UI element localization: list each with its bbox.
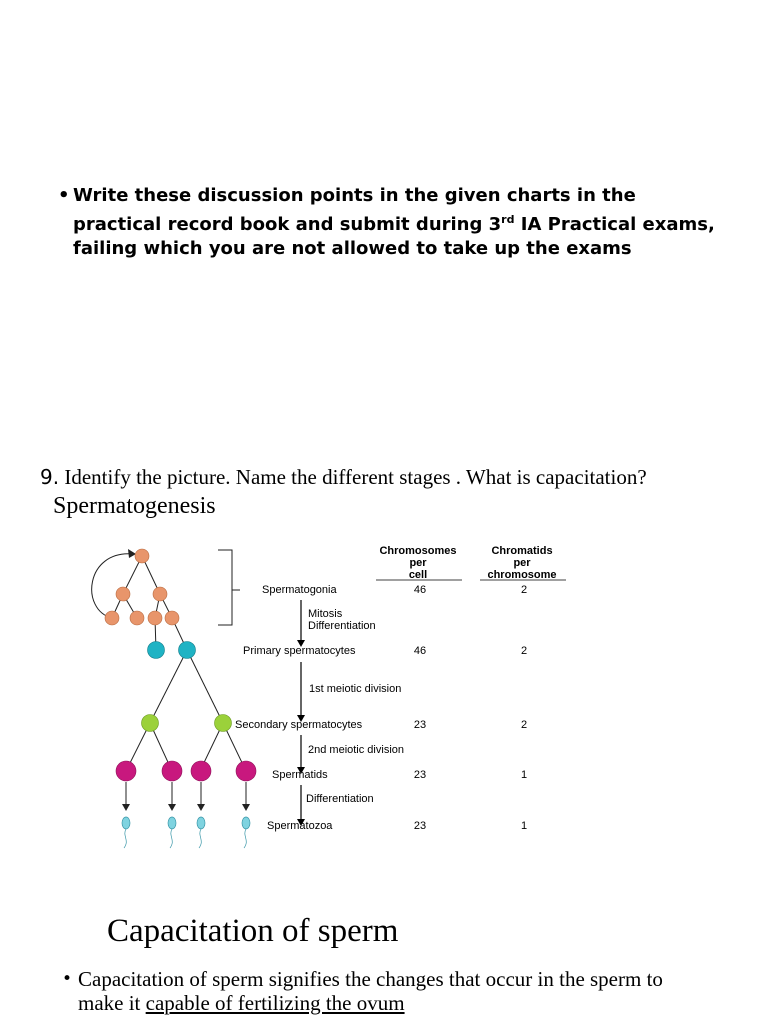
col-header-chromatids-2: per	[513, 557, 531, 569]
chromatids-spermatozoa: 1	[521, 820, 527, 832]
capacitation-title: Capacitation of sperm	[107, 913, 399, 949]
bullet-dot: •	[62, 969, 73, 989]
lineage-tree	[91, 549, 247, 772]
chromatids-spermatids: 1	[521, 769, 527, 781]
chromosomes-primary: 46	[414, 645, 426, 657]
stage-secondary-spermatocytes: Secondary spermatocytes	[235, 719, 363, 731]
chromatids-primary: 2	[521, 645, 527, 657]
instruction-text-post: IA Practical exams, failing which you ar…	[73, 214, 715, 259]
process-second-meiotic-division: 2nd meiotic division	[308, 744, 404, 756]
spermatogenesis-diagram: Chromosomes per cell Chromatids per chro…	[91, 545, 566, 849]
spermatid-cell	[190, 760, 212, 782]
ordinal-suffix: rd	[501, 213, 515, 226]
sperm-arrows	[125, 782, 247, 805]
stage-primary-spermatocytes: Primary spermatocytes	[243, 645, 356, 657]
secondary-spermatocyte-cell	[214, 714, 232, 732]
chromosomes-secondary: 23	[414, 719, 426, 731]
secondary-spermatocyte-cell	[141, 714, 159, 732]
spermatogonium-cell	[104, 610, 120, 626]
question-number: 9.	[40, 465, 60, 489]
col-header-chromatids-1: Chromatids	[491, 545, 552, 557]
question-9: 9. Identify the picture. Name the differ…	[40, 465, 647, 490]
spermatogonium-cell	[164, 610, 180, 626]
spermatogonium-cell	[152, 586, 168, 602]
spermatogonium-cell	[147, 610, 163, 626]
process-first-meiotic-division: 1st meiotic division	[309, 683, 401, 695]
spermatogonium-cell	[129, 610, 145, 626]
col-header-chromatids-3: chromosome	[487, 569, 556, 581]
capacitation-text-underlined: capable of fertilizing the ovum	[145, 991, 405, 1015]
instruction-bullet: • Write these discussion points in the g…	[58, 184, 718, 261]
capacitation-text-pre: Capacitation of sperm signifies the chan…	[78, 967, 663, 1015]
sperm-icon	[121, 816, 131, 849]
stage-spermatozoa: Spermatozoa	[267, 820, 333, 832]
stage-spermatogonia: Spermatogonia	[262, 584, 337, 596]
primary-spermatocyte-cells	[147, 641, 196, 659]
question-text: Identify the picture. Name the different…	[59, 465, 647, 489]
spermatozoa	[121, 816, 251, 849]
sperm-icon	[167, 816, 177, 849]
spermatid-cells	[115, 760, 257, 782]
chromatids-secondary: 2	[521, 719, 527, 731]
process-mitosis: Mitosis	[308, 608, 343, 620]
capacitation-bullet: • Capacitation of sperm signifies the ch…	[62, 967, 702, 1015]
chromosomes-spermatids: 23	[414, 769, 426, 781]
primary-spermatocyte-cell	[147, 641, 165, 659]
loop-arrowhead	[128, 549, 136, 558]
col-header-chromosomes-1: Chromosomes	[379, 545, 456, 557]
sperm-icon	[241, 816, 251, 849]
spermatid-cell	[235, 760, 257, 782]
spermatogonium-cell	[115, 586, 131, 602]
secondary-spermatocyte-cells	[141, 714, 232, 732]
process-differentiation-1: Differentiation	[308, 620, 376, 632]
stage-spermatids: Spermatids	[272, 769, 328, 781]
question-answer-heading: Spermatogenesis	[53, 493, 216, 519]
col-header-chromosomes-2: per	[409, 557, 427, 569]
primary-spermatocyte-cell	[178, 641, 196, 659]
col-header-chromosomes-3: cell	[409, 569, 427, 581]
chromosomes-spermatogonia: 46	[414, 584, 426, 596]
bullet-dot: •	[58, 185, 70, 206]
capacitation-text: Capacitation of sperm signifies the chan…	[78, 967, 702, 1015]
spermatogonia-cells	[104, 548, 180, 626]
instruction-text-pre: Write these discussion points in the giv…	[73, 185, 636, 235]
sperm-icon	[196, 816, 206, 849]
spermatid-cell	[115, 760, 137, 782]
spermatid-cell	[161, 760, 183, 782]
chromatids-spermatogonia: 2	[521, 584, 527, 596]
chromosomes-spermatozoa: 23	[414, 820, 426, 832]
instruction-text: Write these discussion points in the giv…	[73, 184, 718, 261]
process-differentiation-2: Differentiation	[306, 793, 374, 805]
spermatogonium-cell	[134, 548, 150, 564]
